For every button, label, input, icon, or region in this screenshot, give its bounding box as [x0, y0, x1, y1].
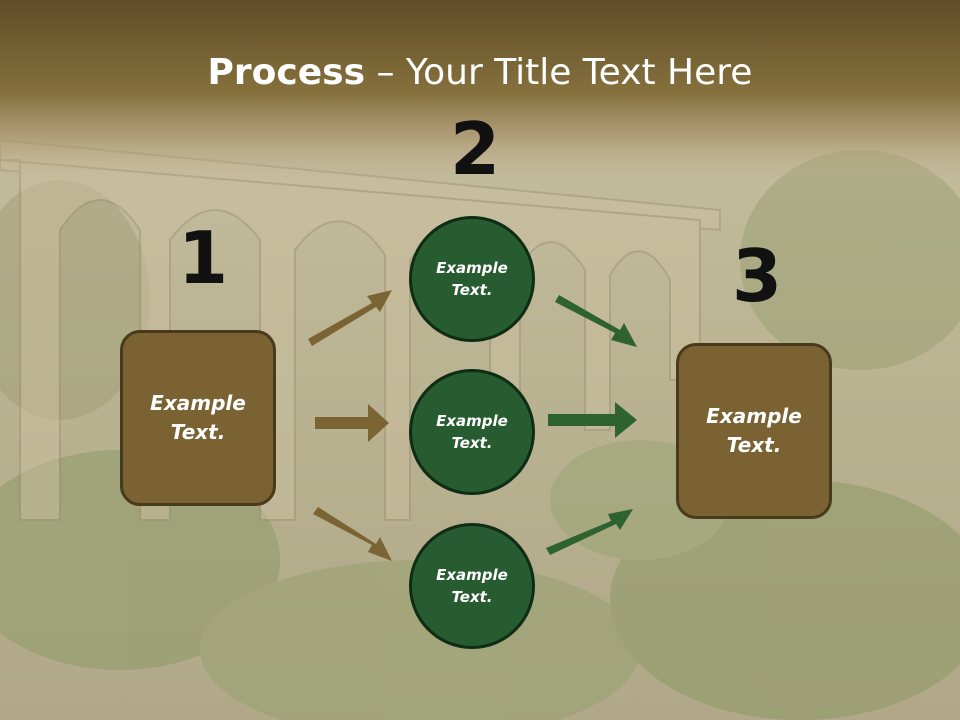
- title-bold: Process: [207, 52, 366, 93]
- step-number-1: 1: [178, 216, 229, 300]
- brown-arrow-up-icon: [308, 290, 392, 346]
- step-3-box[interactable]: Example Text.: [676, 343, 832, 519]
- green-arrow-up-icon: [546, 509, 633, 555]
- brown-arrow-right-icon: [315, 404, 389, 442]
- green-arrow-down-icon: [555, 295, 637, 347]
- slide-title: Process – Your Title Text Here: [0, 52, 960, 93]
- step-number-3: 3: [732, 234, 783, 318]
- title-rest: – Your Title Text Here: [365, 52, 753, 93]
- step-number-2: 2: [450, 107, 501, 191]
- green-arrow-right-icon: [548, 402, 637, 438]
- step-2-circle-top[interactable]: Example Text.: [409, 216, 535, 342]
- step-1-box[interactable]: Example Text.: [120, 330, 276, 506]
- step-2-circle-bottom[interactable]: Example Text.: [409, 523, 535, 649]
- brown-arrow-down-icon: [313, 507, 392, 561]
- step-2-circle-middle[interactable]: Example Text.: [409, 369, 535, 495]
